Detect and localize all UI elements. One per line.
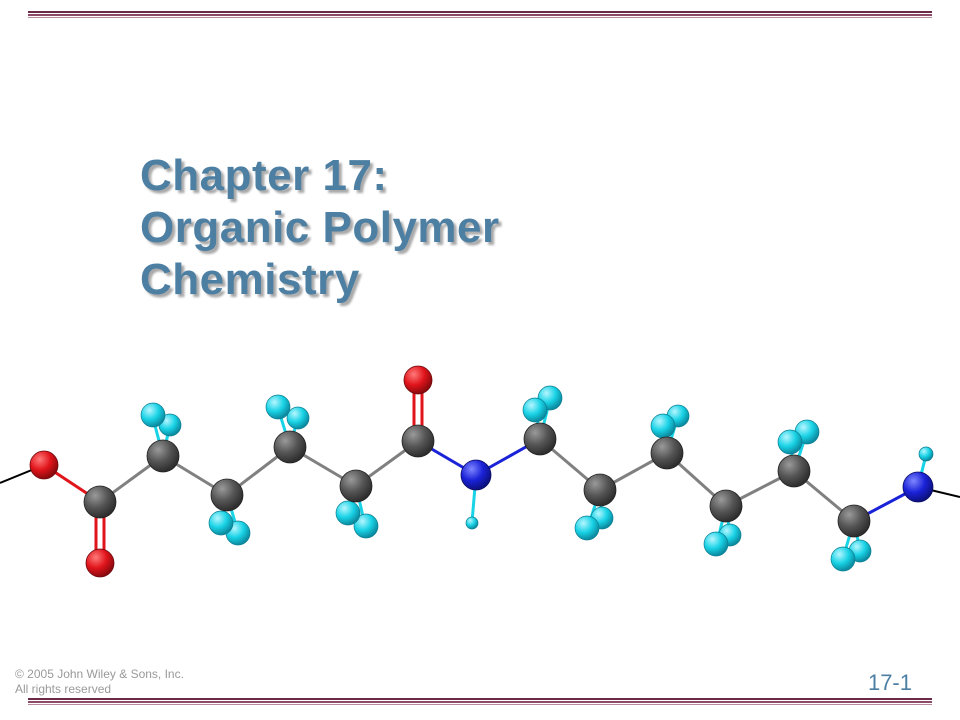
carbon-atom [583, 473, 617, 507]
hydrogen-atom [465, 516, 479, 530]
top-divider [28, 11, 932, 18]
hydrogen-atom [703, 531, 729, 557]
hydrogen-atom [353, 513, 379, 539]
carbon-atom [709, 489, 743, 523]
carbon-atom [83, 485, 117, 519]
hydrogen-atom [335, 500, 361, 526]
hydrogen-atom [286, 406, 310, 430]
heavy-atoms [29, 365, 934, 578]
hydrogen-atom [522, 397, 548, 423]
carbon-atom [401, 424, 435, 458]
oxygen-atom [403, 365, 433, 395]
nitrogen-atom [460, 459, 492, 491]
carbon-atom [146, 439, 180, 473]
carbon-atom [339, 469, 373, 503]
slide-number: 17-1 [867, 670, 912, 695]
title-line-3: Chemistry [140, 255, 360, 304]
oxygen-atom [85, 548, 115, 578]
hydrogen-atom [208, 510, 234, 536]
title-line-2: Organic Polymer [140, 203, 500, 252]
nitrogen-atom [902, 471, 934, 503]
title-line-1: Chapter 17: [140, 151, 388, 200]
polymer-molecule-model [0, 365, 960, 578]
copyright-line-1: © 2005 John Wiley & Sons, Inc. [15, 667, 184, 681]
hydrogen-atom [650, 413, 676, 439]
carbon-atom [777, 454, 811, 488]
hydrogen-atom [777, 429, 803, 455]
hydrogen-atom [574, 515, 600, 541]
hydrogen-atom [265, 394, 291, 420]
copyright-notice: © 2005 John Wiley & Sons, Inc. All right… [15, 667, 184, 697]
copyright-line-2: All rights reserved [15, 682, 112, 696]
carbon-atom [837, 504, 871, 538]
hydrogen-atom [140, 402, 166, 428]
hydrogen-atom [830, 546, 856, 572]
bottom-divider [28, 698, 932, 705]
carbon-atom [273, 430, 307, 464]
hydrogen-atom [918, 446, 934, 462]
carbon-atom [210, 478, 244, 512]
slide-title: Chapter 17: Organic Polymer Chemistry [140, 150, 500, 306]
oxygen-atom [29, 450, 59, 480]
carbon-atom [650, 436, 684, 470]
carbon-atom [523, 422, 557, 456]
hydrogen-atoms [140, 385, 934, 572]
